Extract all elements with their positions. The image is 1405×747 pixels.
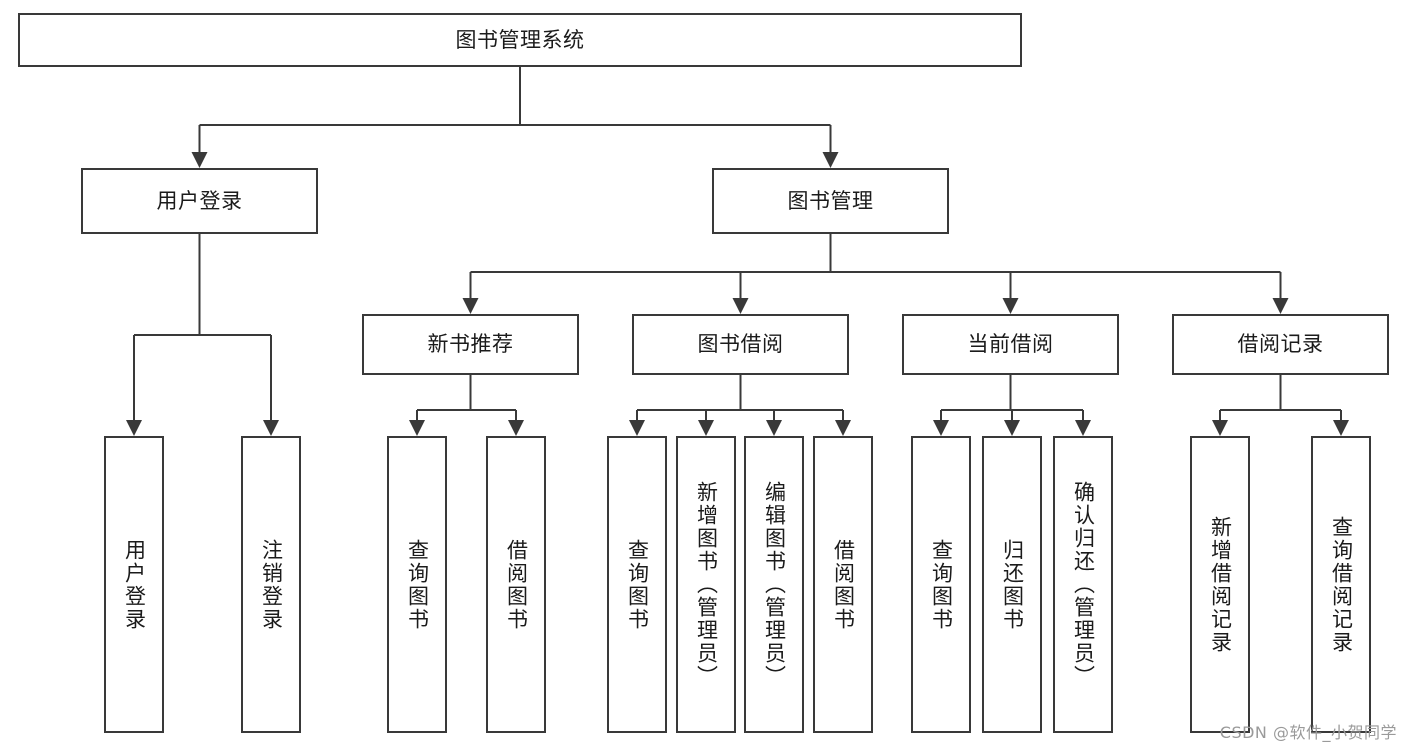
node-label: 用户登录 xyxy=(122,538,147,631)
node-label: 图书借阅 xyxy=(697,332,784,356)
node-leaf_0[interactable]: 用户登录 xyxy=(104,436,164,733)
node-label: 查询图书 xyxy=(929,538,954,631)
node-label: 查询图书 xyxy=(405,538,430,631)
node-label: 用户登录 xyxy=(156,188,243,213)
node-label: 借阅图书 xyxy=(831,538,856,631)
node-leaf_12[interactable]: 查询借阅记录 xyxy=(1311,436,1371,733)
node-leaf_3[interactable]: 借阅图书 xyxy=(486,436,546,733)
node-label: 新增借阅记录 xyxy=(1208,515,1233,654)
node-leaf_11[interactable]: 新增借阅记录 xyxy=(1190,436,1250,733)
node-l3_2[interactable]: 当前借阅 xyxy=(902,314,1119,375)
node-label: 新书推荐 xyxy=(427,332,514,356)
node-leaf_9[interactable]: 归还图书 xyxy=(982,436,1042,733)
node-label: 编辑图书（管理员） xyxy=(762,481,787,688)
node-label: 借阅记录 xyxy=(1237,332,1324,356)
watermark-text: CSDN @软件_小贺同学 xyxy=(1219,723,1397,742)
node-label: 确认归还（管理员） xyxy=(1071,481,1096,688)
node-label: 图书管理 xyxy=(787,188,874,213)
node-l2_1[interactable]: 图书管理 xyxy=(712,168,949,234)
node-label: 借阅图书 xyxy=(504,538,529,631)
node-label: 图书管理系统 xyxy=(455,27,585,52)
node-leaf_2[interactable]: 查询图书 xyxy=(387,436,447,733)
node-leaf_8[interactable]: 查询图书 xyxy=(911,436,971,733)
node-leaf_10[interactable]: 确认归还（管理员） xyxy=(1053,436,1113,733)
node-leaf_7[interactable]: 借阅图书 xyxy=(813,436,873,733)
node-root[interactable]: 图书管理系统 xyxy=(18,13,1022,67)
node-leaf_5[interactable]: 新增图书（管理员） xyxy=(676,436,736,733)
node-leaf_6[interactable]: 编辑图书（管理员） xyxy=(744,436,804,733)
node-l3_3[interactable]: 借阅记录 xyxy=(1172,314,1389,375)
node-label: 注销登录 xyxy=(259,538,284,631)
node-l3_1[interactable]: 图书借阅 xyxy=(632,314,849,375)
node-label: 查询借阅记录 xyxy=(1329,515,1354,654)
node-label: 归还图书 xyxy=(1000,538,1025,631)
node-l2_0[interactable]: 用户登录 xyxy=(81,168,318,234)
node-label: 新增图书（管理员） xyxy=(694,481,719,688)
node-leaf_1[interactable]: 注销登录 xyxy=(241,436,301,733)
node-label: 查询图书 xyxy=(625,538,650,631)
node-l3_0[interactable]: 新书推荐 xyxy=(362,314,579,375)
node-label: 当前借阅 xyxy=(967,332,1054,356)
node-leaf_4[interactable]: 查询图书 xyxy=(607,436,667,733)
